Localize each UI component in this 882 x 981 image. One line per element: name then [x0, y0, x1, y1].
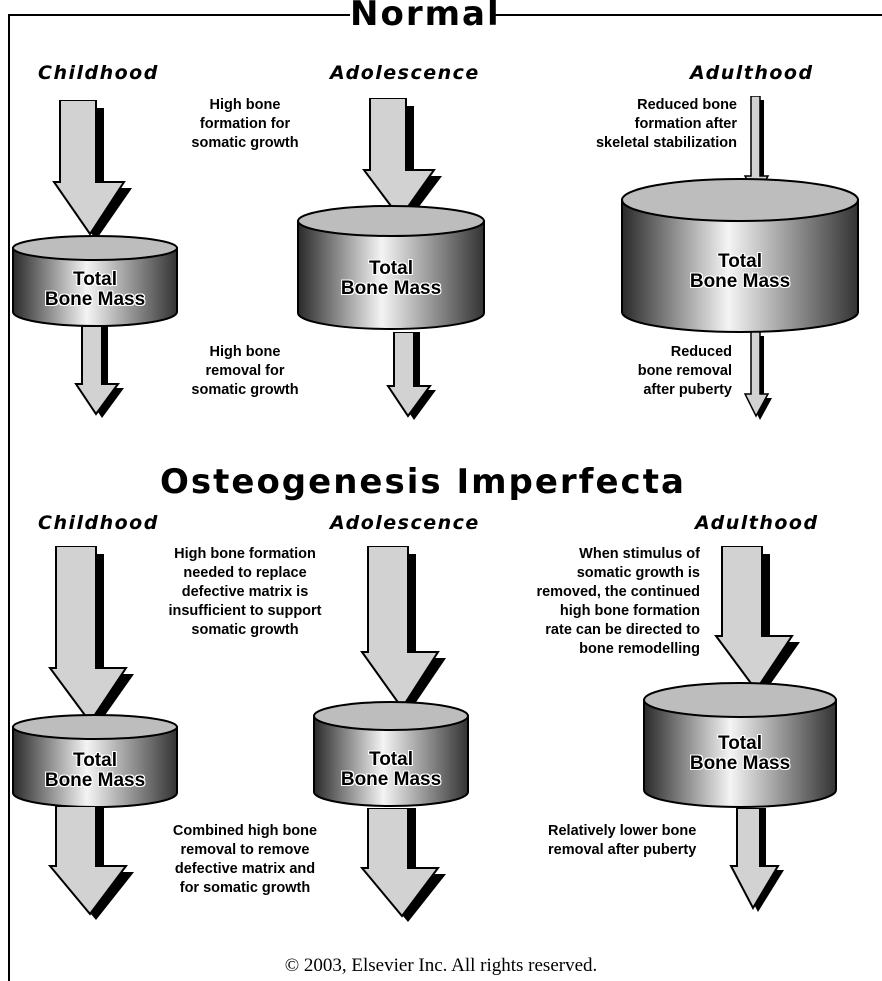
formation-arrow-oi-childhood [48, 546, 144, 736]
bone-mass-cylinder-normal-adulthood: Total Bone Mass [620, 176, 860, 334]
note-oi-childhood-formation: High bone formation needed to replace de… [150, 545, 340, 640]
stage-label-normal-adolescence: Adolescence [330, 62, 480, 84]
frame-border-top-right [495, 14, 882, 16]
note-oi-adulthood-removal: Relatively lower bone removal after pube… [548, 822, 748, 860]
stage-label-oi-childhood: Childhood [38, 512, 159, 534]
note-oi-adulthood-formation: When stimulus of somatic growth is remov… [490, 545, 700, 659]
bone-mass-cylinder-oi-adolescence: Total Bone Mass [312, 700, 470, 810]
cylinder-label: Total Bone Mass [11, 751, 179, 791]
stage-label-oi-adulthood: Adulthood [695, 512, 819, 534]
bone-mass-cylinder-oi-childhood: Total Bone Mass [11, 713, 179, 809]
bone-mass-cylinder-normal-adolescence: Total Bone Mass [296, 203, 486, 333]
formation-arrow-oi-adolescence [360, 546, 456, 720]
copyright-notice: © 2003, Elsevier Inc. All rights reserve… [0, 955, 882, 977]
frame-border-top-left [8, 14, 350, 16]
formation-arrow-oi-adulthood [714, 546, 810, 702]
bone-mass-cylinder-oi-adulthood: Total Bone Mass [642, 680, 838, 810]
cylinder-label: Total Bone Mass [642, 734, 838, 774]
note-normal-childhood-formation: High bone formation for somatic growth [160, 96, 330, 153]
cylinder-label: Total Bone Mass [296, 259, 486, 299]
removal-arrow-normal-adulthood [744, 332, 776, 424]
cylinder-label: Total Bone Mass [620, 252, 860, 292]
removal-arrow-oi-adolescence [360, 808, 456, 926]
removal-arrow-oi-childhood [48, 806, 144, 924]
section-title-normal: Normal [350, 0, 490, 34]
removal-arrow-oi-adulthood [728, 808, 792, 918]
removal-arrow-normal-adolescence [384, 332, 444, 424]
removal-arrow-normal-childhood [72, 326, 132, 422]
stage-label-normal-adulthood: Adulthood [690, 62, 814, 84]
frame-border-left [8, 14, 10, 981]
cylinder-label: Total Bone Mass [312, 750, 470, 790]
cylinder-label: Total Bone Mass [11, 270, 179, 310]
note-normal-childhood-removal: High bone removal for somatic growth [160, 343, 330, 400]
formation-arrow-normal-childhood [52, 100, 142, 250]
note-oi-childhood-removal: Combined high bone removal to remove def… [150, 822, 340, 898]
note-normal-adulthood-formation: Reduced bone formation after skeletal st… [560, 96, 737, 153]
stage-label-normal-childhood: Childhood [38, 62, 159, 84]
section-title-osteogenesis-imperfecta: Osteogenesis Imperfecta [160, 462, 680, 502]
bone-mass-cylinder-normal-childhood: Total Bone Mass [11, 234, 179, 328]
note-normal-adulthood-removal: Reduced bone removal after puberty [580, 343, 732, 400]
stage-label-oi-adolescence: Adolescence [330, 512, 480, 534]
